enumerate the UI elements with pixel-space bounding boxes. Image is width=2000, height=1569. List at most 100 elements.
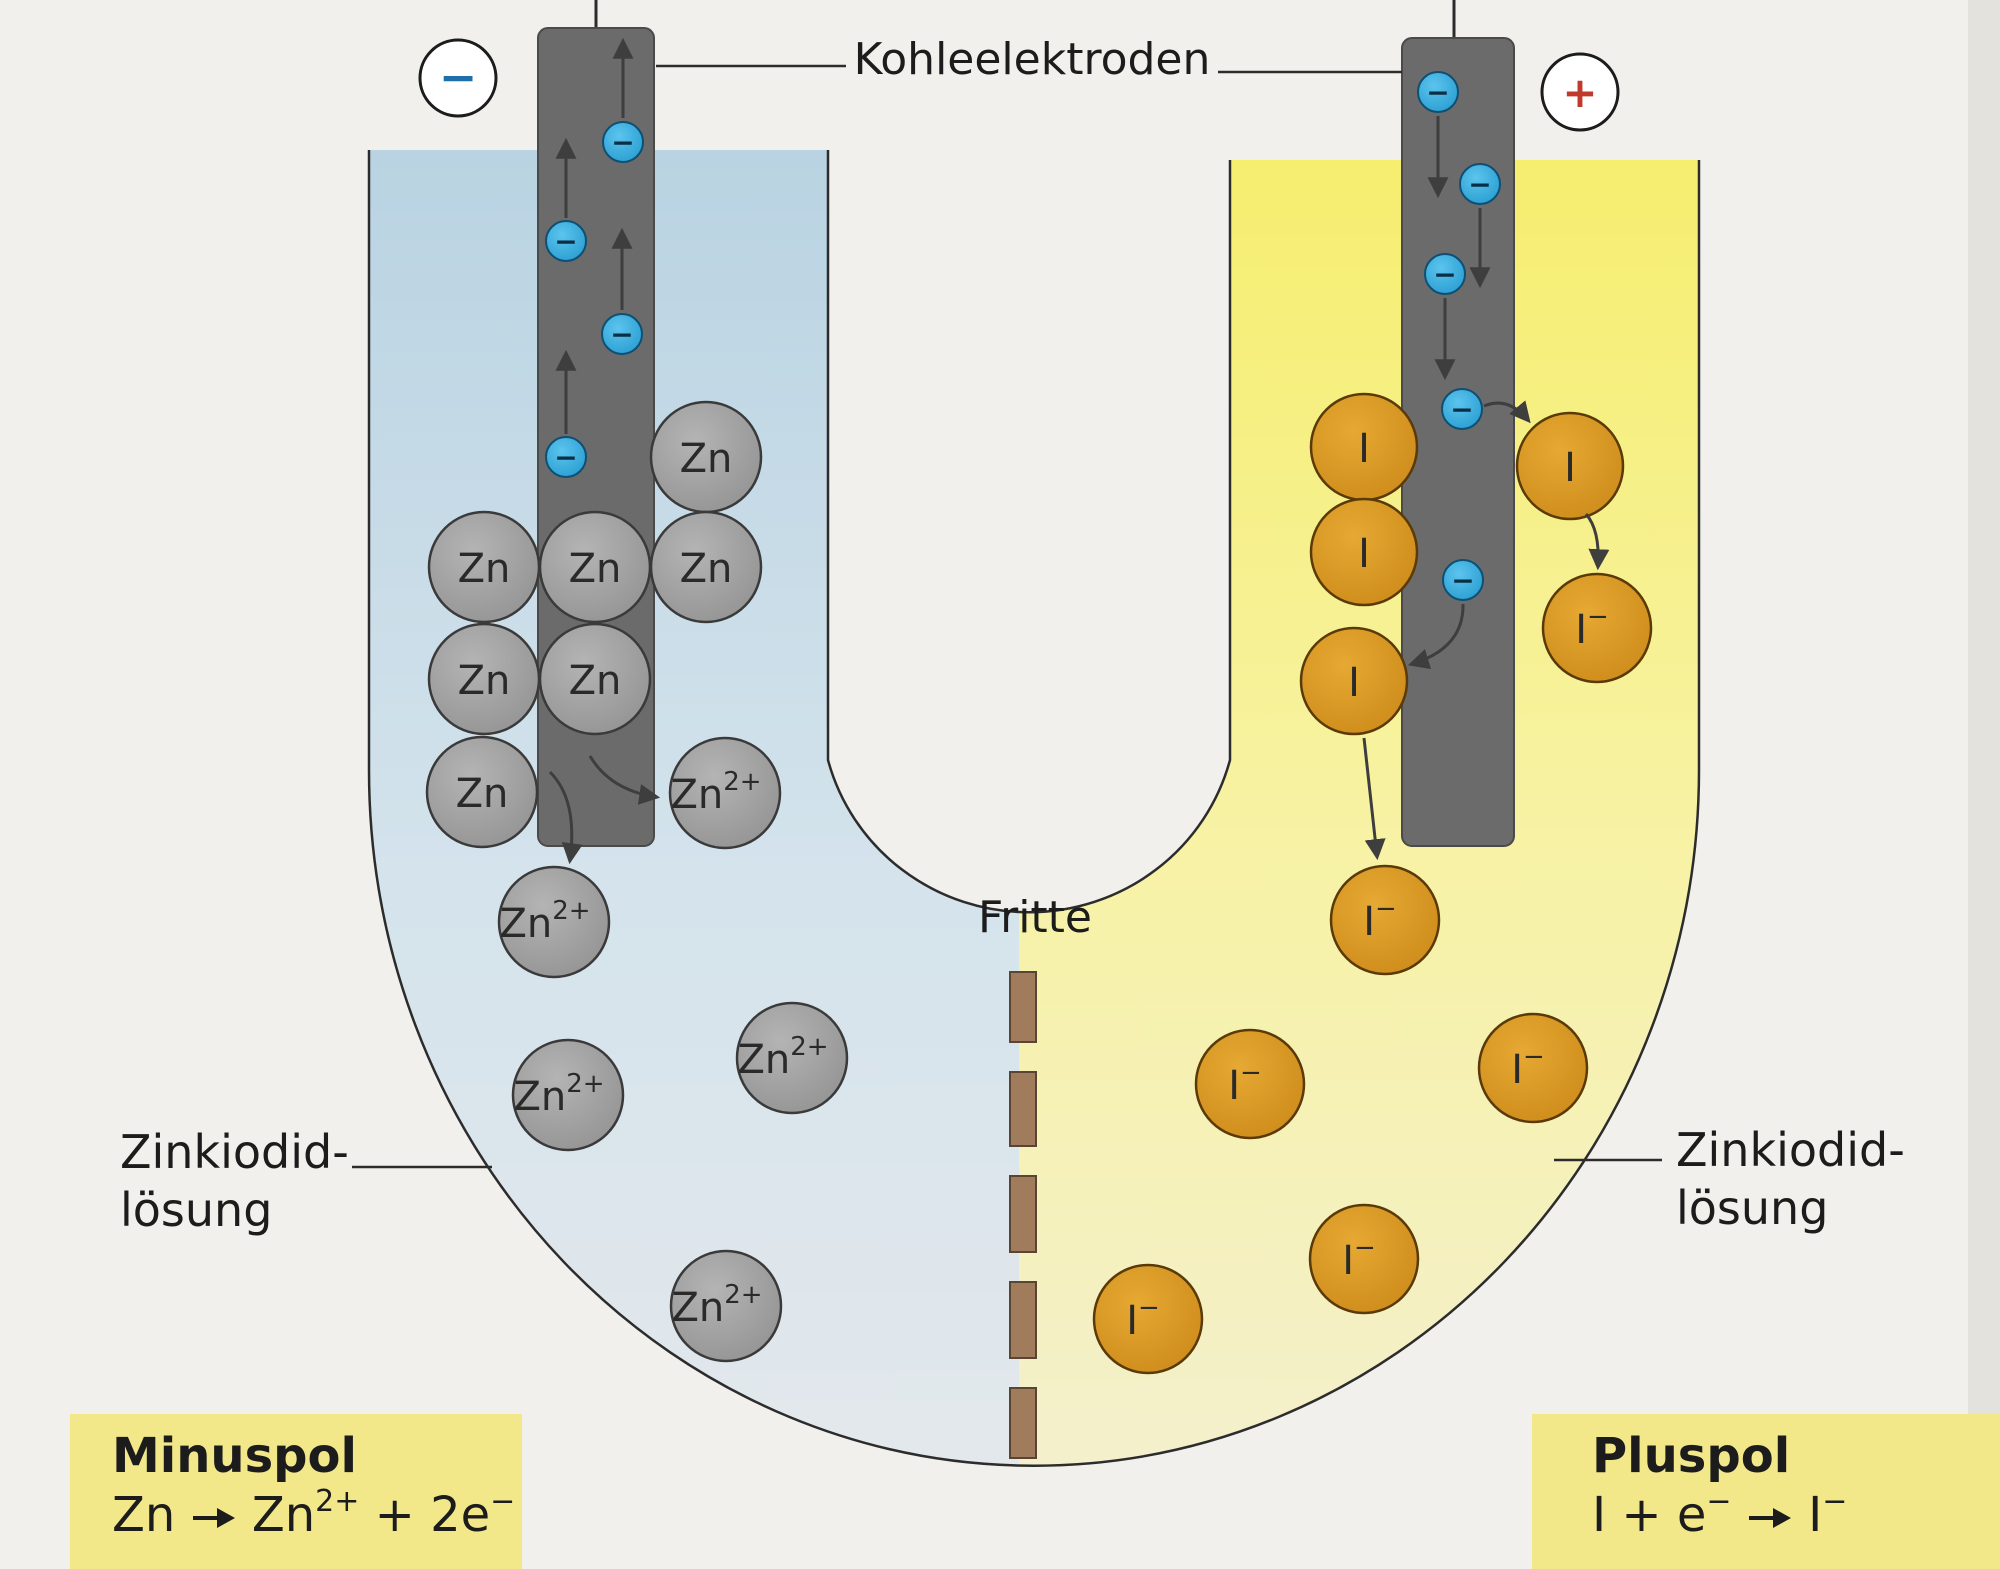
electron: − — [1459, 163, 1501, 205]
iodide-ions: I− I− I− I− I− I− — [1092, 572, 1653, 1375]
iodide-ion: I− — [1194, 1028, 1306, 1140]
svg-text:I−: I− — [1575, 602, 1609, 653]
arrow-right-icon — [1748, 1508, 1791, 1528]
svg-text:I−: I− — [1228, 1058, 1262, 1109]
svg-text:I−: I− — [1511, 1042, 1545, 1093]
zinc-atom: Zn — [427, 510, 541, 624]
iodide-ion: I− — [1477, 1012, 1589, 1124]
zinc-ion: Zn2+ — [497, 865, 611, 979]
minus-pole-equation: Zn Zn2+ + 2e− — [112, 1484, 516, 1544]
electron: − — [602, 121, 644, 163]
minus-pole-box: Minuspol Zn Zn2+ + 2e− — [70, 1414, 522, 1569]
svg-text:−: − — [611, 126, 634, 159]
iodine-atom: I — [1309, 392, 1419, 502]
iodine-atom: I — [1299, 626, 1409, 736]
svg-text:I−: I− — [1126, 1293, 1160, 1344]
zinc-atom: Zn — [538, 622, 652, 736]
arrow-right-icon — [192, 1508, 235, 1528]
svg-text:−: − — [1433, 258, 1456, 291]
svg-text:I: I — [1564, 445, 1576, 491]
zinc-atoms: Zn Zn Zn Zn Zn Zn Zn — [425, 400, 763, 849]
frit-segment — [1009, 1175, 1037, 1253]
zinc-atom: Zn — [427, 622, 541, 736]
minus-pole-title: Minuspol — [112, 1428, 357, 1484]
page-edge — [1968, 0, 2000, 1569]
iodine-atoms: I I I I — [1299, 392, 1625, 736]
svg-text:Zn2+: Zn2+ — [670, 767, 761, 818]
svg-text:−: − — [1450, 393, 1473, 426]
svg-text:−: − — [554, 441, 577, 474]
iodide-ion: I− — [1329, 864, 1441, 976]
electron: − — [545, 220, 587, 262]
ion-arrow — [1584, 513, 1610, 571]
svg-text:Zn2+: Zn2+ — [513, 1069, 604, 1120]
electron: − — [545, 436, 587, 478]
svg-text:Zn: Zn — [456, 771, 509, 817]
electron: − — [1424, 253, 1466, 295]
left-solution-label-line1: Zinkiodid- — [120, 1125, 349, 1179]
electron: − — [1442, 559, 1484, 601]
plus-circle-icon: + — [1540, 52, 1620, 132]
zinc-atom: Zn — [538, 510, 652, 624]
right-electrode — [1401, 37, 1515, 847]
svg-text:−: − — [439, 50, 478, 104]
electron: − — [1417, 71, 1459, 113]
svg-text:Zn: Zn — [569, 658, 622, 704]
electrons: − − − − − − − − − — [545, 71, 1501, 601]
svg-text:I: I — [1358, 531, 1370, 577]
zinc-ion: Zn2+ — [735, 1001, 849, 1115]
iodine-atom: I — [1515, 411, 1625, 521]
frit — [1009, 971, 1037, 1459]
svg-text:Zn: Zn — [569, 546, 622, 592]
zinc-ion: Zn2+ — [511, 1038, 625, 1152]
ion-arrow — [588, 755, 661, 805]
zinc-atom: Zn — [649, 400, 763, 514]
svg-text:Zn2+: Zn2+ — [499, 896, 590, 947]
svg-text:Zn: Zn — [458, 546, 511, 592]
right-solution-label-line2: lösung — [1676, 1181, 1828, 1235]
frit-segment — [1009, 971, 1037, 1043]
iodide-ion: I− — [1092, 1263, 1204, 1375]
frit-label: Fritte — [978, 892, 1092, 943]
frit-segment — [1009, 1387, 1037, 1459]
svg-text:Zn: Zn — [680, 546, 733, 592]
svg-text:Zn2+: Zn2+ — [671, 1280, 762, 1331]
svg-text:I: I — [1348, 660, 1360, 706]
electrodes-label: Kohleelektroden — [854, 34, 1211, 85]
electron-arrow — [1483, 400, 1531, 424]
right-solution-label-line1: Zinkiodid- — [1676, 1123, 1905, 1177]
svg-text:I−: I− — [1342, 1233, 1376, 1284]
svg-text:−: − — [1451, 564, 1474, 597]
plus-pole-title: Pluspol — [1592, 1428, 1791, 1484]
iodide-ion: I− — [1308, 1203, 1420, 1315]
svg-text:Zn: Zn — [458, 658, 511, 704]
svg-text:I−: I− — [1363, 894, 1397, 945]
plus-pole-box: Pluspol I + e− I− — [1532, 1414, 2000, 1569]
zinc-atom: Zn — [425, 735, 539, 849]
svg-text:−: − — [610, 318, 633, 351]
svg-text:Zn2+: Zn2+ — [737, 1032, 828, 1083]
left-solution-label-line2: lösung — [120, 1183, 272, 1237]
iodine-atom: I — [1309, 497, 1419, 607]
svg-text:+: + — [1562, 68, 1597, 117]
ion-arrow — [548, 770, 583, 865]
electron-arrow — [1407, 603, 1465, 670]
svg-text:Zn: Zn — [680, 436, 733, 482]
u-tube-outline — [367, 150, 1701, 1467]
minus-circle-icon: − — [418, 38, 498, 118]
zinc-ion: Zn2+ — [669, 1249, 783, 1363]
svg-text:I: I — [1358, 426, 1370, 472]
frit-segment — [1009, 1071, 1037, 1147]
zinc-ion: Zn2+ — [668, 736, 782, 850]
ion-arrow — [1362, 737, 1386, 861]
svg-text:−: − — [1426, 76, 1449, 109]
svg-text:−: − — [1468, 168, 1491, 201]
movement-arrows — [548, 37, 1610, 865]
svg-text:−: − — [554, 225, 577, 258]
zinc-ions: Zn2+ Zn2+ Zn2+ Zn2+ Zn2+ — [497, 736, 849, 1363]
electron: − — [601, 313, 643, 355]
electron: − — [1441, 388, 1483, 430]
plus-pole-equation: I + e− I− — [1592, 1484, 1848, 1544]
iodide-ion: I− — [1541, 572, 1653, 684]
